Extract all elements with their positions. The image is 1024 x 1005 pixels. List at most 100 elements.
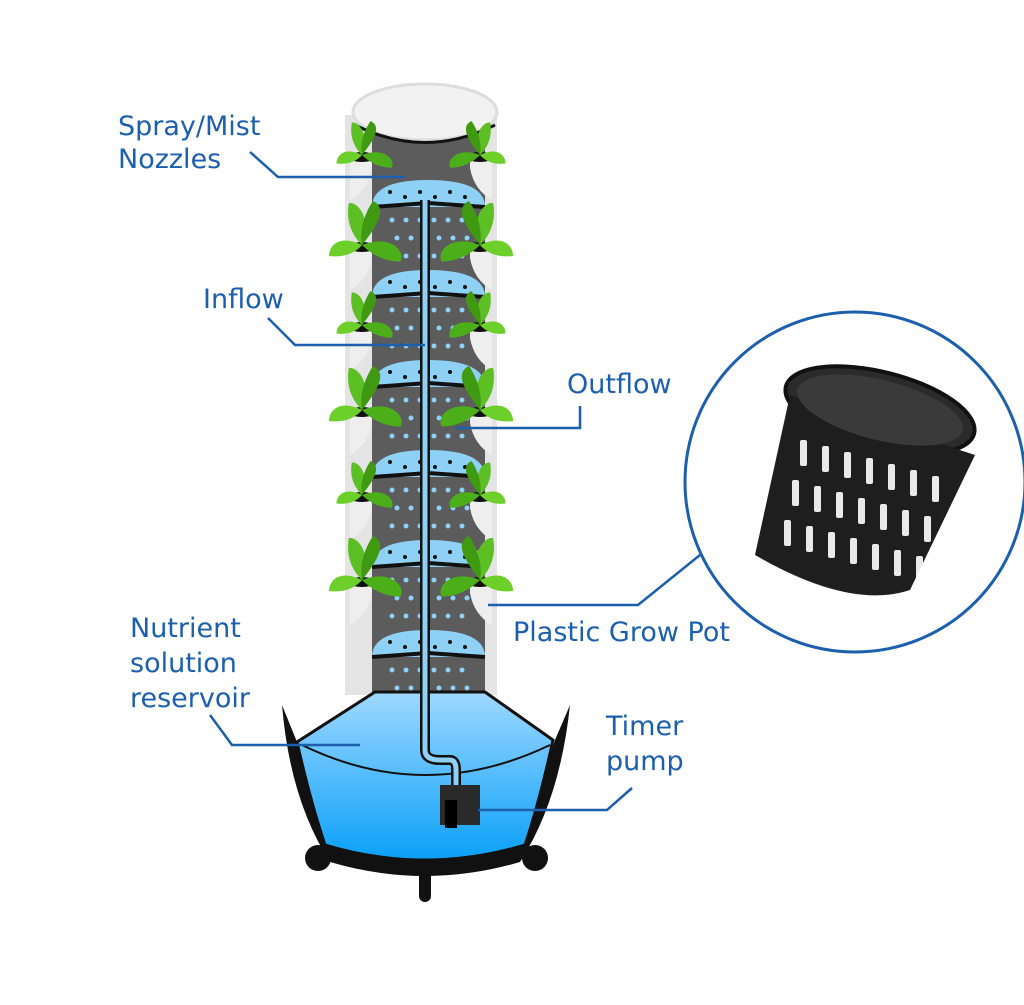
pot-slot (814, 486, 821, 512)
droplet (389, 217, 395, 223)
droplet (464, 235, 470, 241)
label-reservoir: reservoir (130, 683, 251, 714)
droplet (394, 595, 400, 601)
droplet (445, 523, 451, 529)
pot-slot (800, 440, 807, 466)
droplet (436, 685, 442, 691)
droplet (445, 217, 451, 223)
pot-slot (844, 452, 851, 478)
droplet (403, 613, 409, 619)
grow-pot-inset (683, 310, 1024, 654)
label-nozzles: Nozzles (118, 144, 221, 175)
pot-slot (836, 492, 843, 518)
droplet (459, 613, 465, 619)
pot-slot (916, 556, 923, 582)
droplet (450, 685, 456, 691)
droplet (408, 325, 414, 331)
droplet (464, 505, 470, 511)
pot-slot (910, 470, 917, 496)
droplet (403, 217, 409, 223)
droplet (403, 667, 409, 673)
droplet (445, 667, 451, 673)
pot-slot (888, 464, 895, 490)
droplet (403, 487, 409, 493)
droplet (389, 433, 395, 439)
droplet (459, 487, 465, 493)
label-plastic-grow-pot: Plastic Grow Pot (513, 617, 730, 648)
droplet (459, 667, 465, 673)
droplet (464, 595, 470, 601)
tower-cap (351, 82, 499, 142)
pot-slot (858, 498, 865, 524)
droplet (436, 505, 442, 511)
timer-pump (440, 785, 480, 828)
droplet (394, 685, 400, 691)
droplet (459, 433, 465, 439)
droplet (431, 307, 437, 313)
nutrient-leader-line (208, 714, 360, 747)
plants (329, 121, 513, 625)
pot-slot (806, 526, 813, 552)
label-solution: solution (130, 648, 237, 679)
pot-slot (932, 476, 939, 502)
spray-leader-line (249, 151, 405, 179)
pot-slot (792, 480, 799, 506)
droplet (445, 343, 451, 349)
label-outflow: Outflow (567, 369, 672, 400)
droplet (408, 415, 414, 421)
label-pump: pump (606, 746, 684, 777)
pot-slot (784, 520, 791, 546)
droplet (408, 595, 414, 601)
spray-domes (371, 180, 486, 659)
inflow-leader-line (267, 317, 425, 347)
droplet (389, 397, 395, 403)
droplet (394, 325, 400, 331)
wheel (305, 845, 331, 871)
droplet (403, 523, 409, 529)
label-spray-mist: Spray/Mist (118, 111, 260, 142)
droplet (431, 523, 437, 529)
droplet (408, 505, 414, 511)
droplet (450, 595, 456, 601)
pot-slot (902, 510, 909, 536)
pot-slot (866, 458, 873, 484)
pot-slot (894, 550, 901, 576)
droplet (408, 235, 414, 241)
droplet (431, 253, 437, 259)
droplet (459, 523, 465, 529)
droplet (389, 613, 395, 619)
droplet (389, 487, 395, 493)
foot (419, 870, 431, 902)
droplet (459, 307, 465, 313)
droplet (403, 307, 409, 313)
droplet (403, 577, 409, 583)
droplet (431, 577, 437, 583)
grow-pot-leader-line (488, 554, 701, 607)
droplet (431, 613, 437, 619)
pot-slot (850, 538, 857, 564)
pot-slot (872, 544, 879, 570)
droplet (389, 307, 395, 313)
droplet (459, 397, 465, 403)
droplet (459, 343, 465, 349)
droplet (403, 253, 409, 259)
pot-slot (880, 504, 887, 530)
droplet (445, 487, 451, 493)
label-nutrient: Nutrient (130, 613, 241, 644)
droplet (445, 433, 451, 439)
droplet (389, 523, 395, 529)
spray-dome (372, 180, 485, 207)
timer-leader-line (478, 787, 633, 812)
droplet (431, 217, 437, 223)
droplet (436, 325, 442, 331)
droplet (459, 217, 465, 223)
droplet (431, 397, 437, 403)
label-inflow: Inflow (203, 284, 284, 315)
droplet (431, 343, 437, 349)
droplet (431, 487, 437, 493)
outflow-leader-line (455, 406, 582, 430)
label-timer: Timer (605, 711, 684, 742)
droplet (445, 307, 451, 313)
droplet (394, 235, 400, 241)
